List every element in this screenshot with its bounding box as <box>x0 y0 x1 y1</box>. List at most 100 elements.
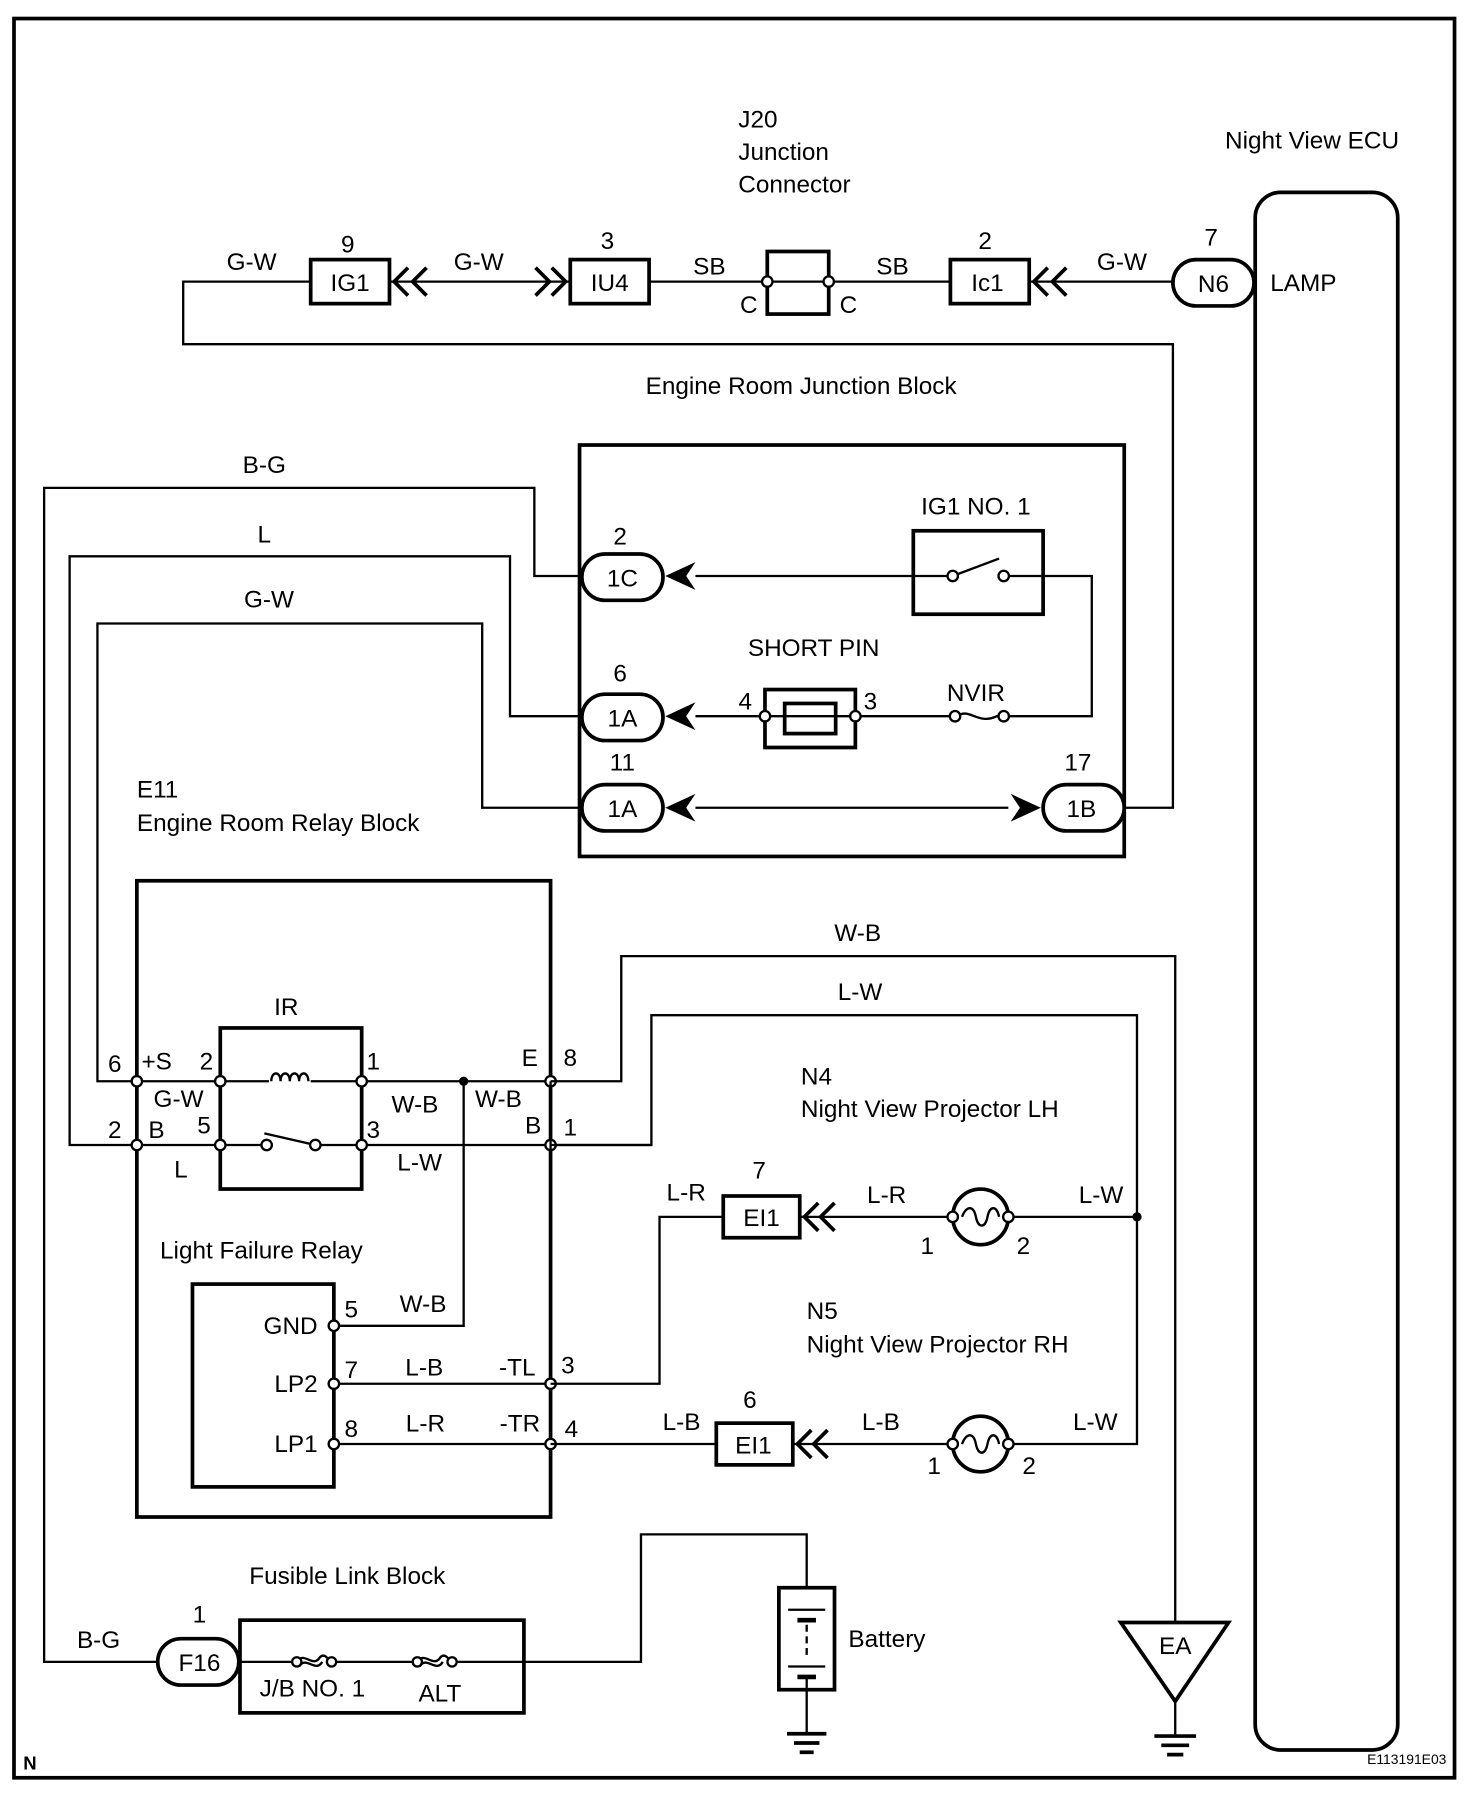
pin-icon <box>325 1656 338 1668</box>
junction-dot <box>1132 1212 1142 1222</box>
connector-arrow-icon <box>1010 793 1041 822</box>
connector-ic1-label: Ic1 <box>971 270 1003 297</box>
left-harness: B-G L G-W <box>42 452 582 1664</box>
ecu-title: Night View ECU <box>1225 127 1399 154</box>
ir-term-b-right: B <box>525 1112 541 1139</box>
wire-label-sb-right: SB <box>876 254 908 281</box>
ir-pin-1: 1 <box>564 1115 578 1142</box>
ir-pin-8: 8 <box>564 1045 578 1072</box>
pin-icon <box>948 709 962 723</box>
e11-name: Engine Room Relay Block <box>137 810 420 837</box>
connector-f16-pin: 1 <box>193 1601 207 1628</box>
wire-lfr-gnd <box>333 1081 465 1327</box>
pin-icon <box>308 1138 322 1152</box>
filament-icon <box>960 1207 1001 1227</box>
connector-iu4-pin: 3 <box>601 228 615 255</box>
connector-ei1-lh-label: EI1 <box>743 1205 780 1232</box>
lfr-lp2-pin: 7 <box>344 1357 358 1384</box>
fuse-icon <box>956 712 1004 720</box>
wire-label-relay-wb2: W-B <box>475 1086 522 1113</box>
wire-label-relay-l: L <box>174 1156 188 1183</box>
pin-icon <box>822 275 836 288</box>
pin-icon <box>290 1656 303 1668</box>
pin-icon <box>1001 1437 1015 1451</box>
wire-label-l-top: L <box>258 521 272 548</box>
j20-name: Junction <box>738 139 829 166</box>
connector-f16-label: F16 <box>178 1650 220 1677</box>
short-pin-4: 4 <box>739 688 753 715</box>
ir-term-b-left: B <box>148 1117 164 1144</box>
connector-iu4 <box>568 257 651 306</box>
wire-to-battery <box>453 1533 808 1664</box>
pin-icon <box>946 1437 960 1451</box>
ig1-relay-switch <box>952 557 1000 578</box>
ir-coil-out: 1 <box>366 1049 380 1076</box>
bulb-rh-icon <box>950 1414 1011 1474</box>
wire-label-lh-lw: L-W <box>1079 1182 1124 1209</box>
junction-connector-j20 <box>765 249 831 316</box>
lfr-tr-pin: 4 <box>565 1416 579 1443</box>
ir-term-s: +S <box>141 1049 171 1076</box>
ig1-relay-box <box>911 528 1045 617</box>
connector-arrow-icon <box>794 1428 829 1460</box>
wire-l <box>68 555 582 1147</box>
connector-arrow-icon <box>801 1201 836 1233</box>
j20-name2: Connector <box>738 171 850 198</box>
wire-label-gw-ecu: G-W <box>1097 249 1147 276</box>
j20-id: J20 <box>738 106 777 133</box>
e11-id: E11 <box>137 776 178 803</box>
pin-icon <box>327 1377 341 1391</box>
pin-icon <box>213 1138 227 1152</box>
connector-ig1 <box>308 257 392 306</box>
wire-label-rh-lb1: L-B <box>663 1409 701 1436</box>
connector-arrow-icon <box>665 793 696 822</box>
pin-icon <box>997 709 1011 723</box>
short-pin-label: SHORT PIN <box>748 635 880 662</box>
relay-switch-icon <box>264 1132 316 1147</box>
connector-1a-6-pin: 6 <box>613 660 627 687</box>
pin-icon <box>327 1319 341 1333</box>
pin-icon <box>946 569 960 583</box>
short-pin-3: 3 <box>864 688 878 715</box>
wire-label-gw-left: G-W <box>227 249 277 276</box>
n5-id: N5 <box>807 1298 838 1325</box>
connector-n6-label: N6 <box>1198 271 1229 298</box>
battery-icon <box>788 1608 826 1690</box>
bulb-lh-icon <box>950 1187 1011 1247</box>
connector-ig1-label: IG1 <box>330 270 369 297</box>
n4-name: Night View Projector LH <box>801 1096 1059 1123</box>
ir-pin-2: 2 <box>108 1117 122 1144</box>
wire-label-lfr-lb: L-B <box>405 1355 443 1382</box>
night-view-ecu: Night View ECU LAMP <box>1225 127 1400 1752</box>
wire-lw <box>550 1014 1139 1446</box>
ir-label: IR <box>274 994 298 1021</box>
ecu-body <box>1253 190 1400 1752</box>
connector-ig1-pin: 9 <box>341 232 355 259</box>
connector-ei1-rh-label: EI1 <box>735 1432 772 1459</box>
wire-label-lw-top: L-W <box>838 979 883 1006</box>
coil-icon <box>270 1072 310 1082</box>
connector-ei1-lh <box>721 1194 802 1240</box>
pin-icon <box>758 709 772 723</box>
pin-icon <box>213 1074 227 1088</box>
lfr-lp2: LP2 <box>274 1371 317 1398</box>
connector-n6-pin: 7 <box>1204 225 1218 252</box>
n4-pin1: 1 <box>920 1233 934 1260</box>
ir-sw-in: 5 <box>197 1112 211 1139</box>
lfr-tl: -TL <box>499 1355 536 1382</box>
diagram-border <box>12 16 1457 1780</box>
connector-1b-label: 1B <box>1066 796 1096 823</box>
connector-1b <box>1041 782 1127 833</box>
pin-icon <box>1001 1210 1015 1224</box>
wire-label-relay-lw: L-W <box>397 1150 442 1177</box>
connector-1a-11-label: 1A <box>608 796 639 823</box>
pin-icon <box>848 709 862 723</box>
wire-label-rh-lb2: L-B <box>862 1409 900 1436</box>
wire-bg <box>42 486 582 1664</box>
battery-label: Battery <box>848 1626 926 1653</box>
wire-label-bg-bottom: B-G <box>77 1627 120 1654</box>
connector-arrow-icon <box>1031 266 1068 297</box>
lfr-lp1-pin: 8 <box>344 1416 358 1443</box>
erjb-box <box>577 443 1127 859</box>
fuse-nvir-label: NVIR <box>947 680 1005 707</box>
